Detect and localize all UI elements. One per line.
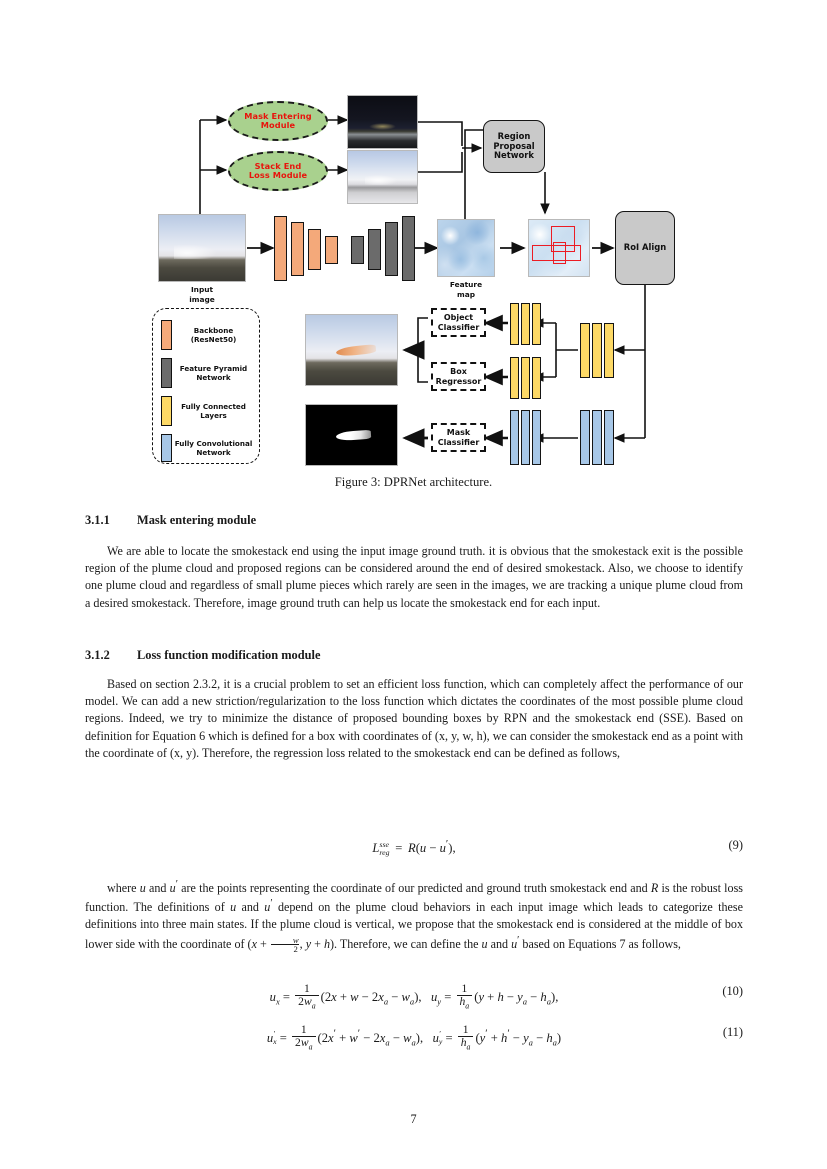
mask-entering-module-label-1: Mask Entering <box>244 110 312 121</box>
fc-big-bar-2 <box>592 323 602 378</box>
legend-label-fpn: Feature Pyramid Network <box>179 363 248 382</box>
mask-entering-output-image <box>347 95 418 149</box>
box-regressor-label-2: Regressor <box>435 376 482 386</box>
fcn-big-bar-3 <box>604 410 614 465</box>
rpn-label-2: Proposal <box>493 140 535 151</box>
fc-box-bar-3 <box>532 357 541 399</box>
fcn-small-bar-1 <box>510 410 519 465</box>
backbone-bar-1 <box>274 216 287 281</box>
stack-end-loss-module-node[interactable]: Stack End Loss Module <box>228 151 328 191</box>
section-number-3-1-1: 3.1.1 <box>85 513 110 527</box>
fcn-small-bar-3 <box>532 410 541 465</box>
paragraph-loss-function-modification: Based on section 2.3.2, it is a crucial … <box>85 677 743 760</box>
figure-3-dprnet-architecture: Mask Entering Module Stack End Loss Modu… <box>0 0 827 470</box>
legend-item-fc: Fully Connected Layers <box>161 395 255 427</box>
mask-classifier-label-1: Mask <box>446 428 471 438</box>
figure-legend: Backbone (ResNet50) Feature Pyramid Netw… <box>152 308 260 464</box>
fc-obj-bar-2 <box>521 303 530 345</box>
object-classifier-label-2: Classifier <box>437 322 480 332</box>
equation-9-number: (9) <box>728 838 743 852</box>
legend-swatch-fcn <box>161 434 172 462</box>
backbone-bar-4 <box>325 236 338 264</box>
roi-align-label: RoI Align <box>623 242 667 253</box>
legend-item-fcn: Fully Convolutional Network <box>161 433 255 463</box>
section-title-3-1-2: Loss function modification module <box>137 648 321 662</box>
figure-connectors <box>199 115 646 448</box>
input-image-label: Input image <box>189 285 215 304</box>
input-image <box>158 214 246 282</box>
fpn-bar-1 <box>351 236 364 264</box>
fc-box-bar-2 <box>521 357 530 399</box>
fc-obj-bar-1 <box>510 303 519 345</box>
mask-classifier-label-2: Classifier <box>437 437 480 447</box>
proposal-box-2 <box>532 245 581 261</box>
proposal-box-3 <box>553 242 566 264</box>
stack-end-loss-module-label-1: Stack End <box>254 160 302 171</box>
fpn-bar-2 <box>368 229 381 270</box>
mask-entering-module-label-2: Module <box>260 120 296 130</box>
fc-obj-bar-3 <box>532 303 541 345</box>
object-classifier-label-1: Object <box>443 313 474 323</box>
figure-caption: Figure 3: DPRNet architecture. <box>334 475 493 489</box>
fc-box-bar-1 <box>510 357 519 399</box>
stack-end-loss-module-label-2: Loss Module <box>248 170 308 180</box>
mask-result-image <box>305 404 398 466</box>
legend-label-backbone: Backbone (ResNet50) <box>190 325 237 344</box>
box-regressor-box[interactable]: Box Regressor <box>431 362 486 391</box>
legend-label-fcn: Fully Convolutional Network <box>174 438 253 457</box>
fcn-small-bar-2 <box>521 410 530 465</box>
paragraph-after-equation-9: where u and u′ are the points representi… <box>85 879 743 955</box>
rpn-label-1: Region <box>497 131 531 142</box>
region-proposal-network-box[interactable]: Region Proposal Network <box>483 120 545 173</box>
roi-align-box[interactable]: RoI Align <box>615 211 675 285</box>
plume-mask-blob <box>335 430 371 442</box>
fpn-bar-3 <box>385 222 398 276</box>
equation-11-number: (11) <box>722 1025 743 1039</box>
fc-big-bar-1 <box>580 323 590 378</box>
mask-entering-module-node[interactable]: Mask Entering Module <box>228 101 328 141</box>
mask-classifier-box[interactable]: Mask Classifier <box>431 423 486 452</box>
legend-item-fpn: Feature Pyramid Network <box>161 357 255 389</box>
box-regressor-label-1: Box <box>450 367 467 377</box>
detection-result-image <box>305 314 398 386</box>
rpn-label-3: Network <box>494 150 534 161</box>
fcn-big-bar-1 <box>580 410 590 465</box>
stack-end-loss-output-image <box>347 150 418 204</box>
backbone-bar-2 <box>291 222 304 276</box>
section-title-3-1-1: Mask entering module <box>137 513 257 527</box>
feature-map-label: Feature map <box>449 280 483 299</box>
legend-swatch-fc <box>161 396 172 426</box>
legend-swatch-backbone <box>161 320 172 350</box>
section-heading-3-1-2: 3.1.2 Loss function modification module <box>85 648 320 663</box>
section-heading-3-1-1: 3.1.1 Mask entering module <box>85 513 256 528</box>
legend-swatch-fpn <box>161 358 172 388</box>
feature-map-image <box>437 219 495 277</box>
fc-big-bar-3 <box>604 323 614 378</box>
proposal-box-1 <box>551 226 575 252</box>
page-number: 7 <box>410 1112 417 1126</box>
object-classifier-box[interactable]: Object Classifier <box>431 308 486 337</box>
equation-10-number: (10) <box>722 984 743 998</box>
plume-detection-overlay <box>335 343 377 357</box>
fpn-bar-4 <box>402 216 415 281</box>
legend-label-fc: Fully Connected Layers <box>181 401 246 420</box>
backbone-bar-3 <box>308 229 321 270</box>
section-number-3-1-2: 3.1.2 <box>85 648 110 662</box>
proposed-regions-image <box>528 219 590 277</box>
paragraph-mask-entering-module: We are able to locate the smokestack end… <box>85 544 743 610</box>
fcn-big-bar-2 <box>592 410 602 465</box>
legend-item-backbone: Backbone (ResNet50) <box>161 319 255 351</box>
